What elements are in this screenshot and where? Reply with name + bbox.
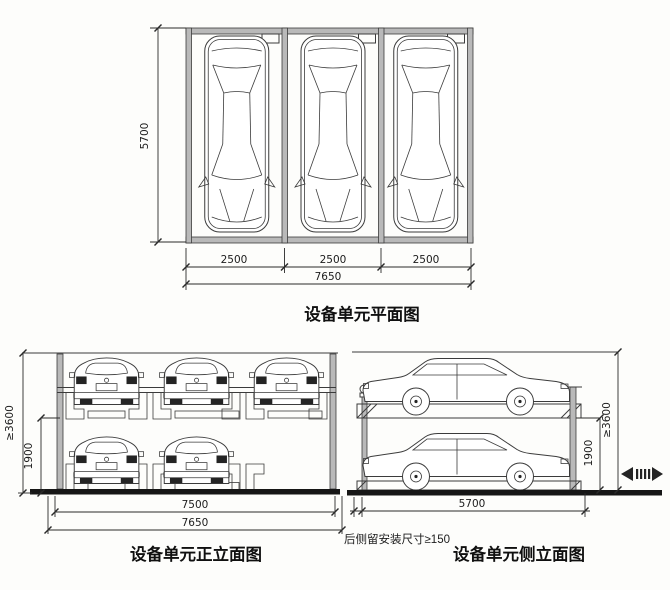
plan-bottom-beam bbox=[185, 236, 474, 244]
front-elevation-title: 设备单元正立面图 bbox=[130, 544, 262, 564]
car-rear-view bbox=[69, 436, 145, 484]
front-lower-clearance-label: 1900 bbox=[23, 443, 35, 470]
car-rear-view bbox=[69, 357, 145, 405]
car-top-view bbox=[387, 35, 465, 233]
plan-view-title: 设备单元平面图 bbox=[304, 304, 420, 324]
side-elevation-view: 1900 ≥3600 5700 后侧留安装尺寸≥150 设备单元侧立面图 bbox=[344, 348, 663, 564]
side-height-dimensions: 1900 ≥3600 bbox=[576, 348, 622, 494]
side-depth-dimension: 5700 bbox=[350, 493, 590, 517]
car-top-view bbox=[198, 35, 276, 233]
plan-depth-dimension: 5700 bbox=[139, 24, 186, 246]
side-depth-label: 5700 bbox=[459, 498, 486, 510]
plan-column bbox=[378, 27, 385, 244]
front-width-dimensions: 7500 7650 bbox=[44, 496, 346, 534]
front-total-width-label: 7650 bbox=[182, 517, 209, 529]
rear-gap-note: 后侧留安装尺寸≥150 bbox=[344, 532, 450, 546]
plan-column bbox=[281, 27, 288, 244]
plan-bay-width-label: 2500 bbox=[221, 254, 248, 266]
car-rear-view bbox=[249, 357, 325, 405]
front-clear-width-label: 7500 bbox=[182, 499, 209, 511]
plan-column bbox=[185, 27, 192, 244]
side-min-height-label: ≥3600 bbox=[601, 402, 613, 438]
front-post bbox=[569, 386, 577, 491]
car-top-view bbox=[294, 35, 372, 233]
plan-depth-label: 5700 bbox=[139, 123, 151, 150]
side-ground-line bbox=[347, 490, 662, 496]
front-ground-line bbox=[30, 489, 340, 495]
car-side-view bbox=[362, 433, 570, 491]
plan-top-beam bbox=[185, 27, 474, 35]
plan-bay-width-label: 2500 bbox=[413, 254, 440, 266]
side-elevation-title: 设备单元侧立面图 bbox=[453, 544, 585, 564]
car-side-view bbox=[362, 358, 570, 416]
front-right-post bbox=[329, 353, 337, 490]
direction-arrow-icon bbox=[621, 467, 663, 481]
front-elevation-view: ≥3600 1900 7500 7650 设备单元正立面图 bbox=[4, 349, 346, 564]
lower-platform bbox=[356, 480, 582, 491]
plan-total-width-label: 7650 bbox=[315, 271, 342, 283]
plan-width-dimensions: 2500 2500 2500 7650 bbox=[182, 248, 475, 290]
front-height-dimensions: ≥3600 1900 bbox=[4, 349, 60, 497]
car-rear-view bbox=[159, 357, 235, 405]
plan-column bbox=[467, 27, 474, 244]
side-lower-clearance-label: 1900 bbox=[583, 440, 595, 467]
front-min-height-label: ≥3600 bbox=[4, 405, 16, 441]
car-rear-view bbox=[159, 436, 235, 484]
upper-platform bbox=[356, 403, 582, 419]
plan-bay-width-label: 2500 bbox=[320, 254, 347, 266]
front-left-post bbox=[56, 353, 64, 490]
upper-lift-platforms bbox=[65, 393, 328, 420]
plan-view: 5700 2500 2500 2500 7650 设备单元平面图 bbox=[139, 24, 475, 324]
